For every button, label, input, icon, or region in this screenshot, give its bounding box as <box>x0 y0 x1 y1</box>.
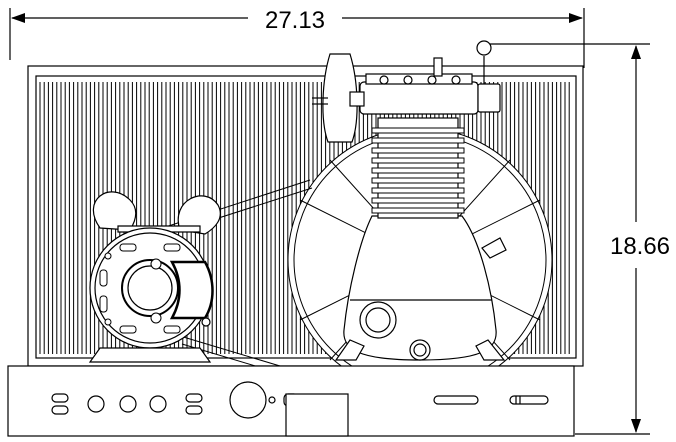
cylinder-fin <box>371 207 465 214</box>
height-dimension <box>490 43 650 435</box>
cylinder-fin <box>371 157 465 164</box>
cylinder-fin <box>371 167 465 174</box>
cylinder-fin <box>371 137 465 144</box>
cylinder-fin <box>371 197 465 204</box>
compressor-pump <box>312 40 507 361</box>
cylinder-fin <box>371 187 465 194</box>
width-dimension <box>9 8 585 68</box>
width-dimension-label: 27.13 <box>265 7 325 34</box>
height-dimension-label: 18.66 <box>610 233 670 260</box>
tank-panel <box>7 365 575 437</box>
electric-motor <box>88 191 221 363</box>
cylinder-fin <box>371 177 465 184</box>
cylinder-fin <box>371 127 465 134</box>
cylinder-fin <box>371 147 465 154</box>
